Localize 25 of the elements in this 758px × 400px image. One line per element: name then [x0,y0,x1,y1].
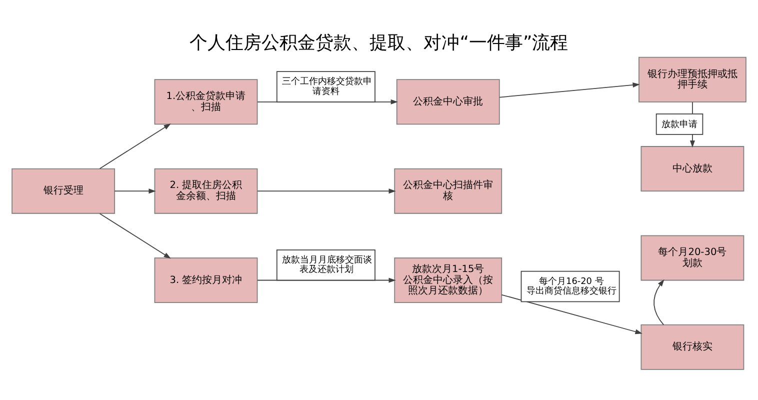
arrow [257,99,398,104]
edge-label: 放款申请 [662,120,698,130]
arrow [114,188,156,194]
arrow [501,294,642,334]
arrow [99,213,171,259]
arrow [257,188,396,194]
node-box: 银行受理 [12,168,116,214]
node-box: 公积金中心审批 [396,79,500,125]
arrow [654,279,664,326]
diagram-title: 个人住房公积金贷款、提取、对冲“一件事”流程 [190,32,568,54]
edge-label: 三个工作内移交贷款申请资料 [282,77,372,97]
node-box: 每个月20-30号划款 [640,235,744,281]
node-box: 银行办理预抵押或抵押手续 [638,56,746,102]
node-box: 公积金中心扫描件审核 [394,168,502,214]
node-box: 放款次月1-15号公积金中心录入（按照次月还款数据） [394,258,502,303]
arrow [257,278,396,283]
edge-label: 放款当月月底移交面谈表及还款计划 [282,255,372,276]
node-box: 中心放款 [640,146,744,192]
node-box: 3. 签约按月对冲 [154,258,258,303]
node-box: 1.公积金贷款申请、扫描 [154,79,258,125]
node-box: 银行核实 [640,324,744,370]
arrow [99,124,171,170]
edge-label: 每个月16-20 号导出商贷信息移交银行 [526,276,617,297]
node-box: 2. 提取住房公积金余额、扫描 [154,168,258,214]
arrow [499,82,640,98]
